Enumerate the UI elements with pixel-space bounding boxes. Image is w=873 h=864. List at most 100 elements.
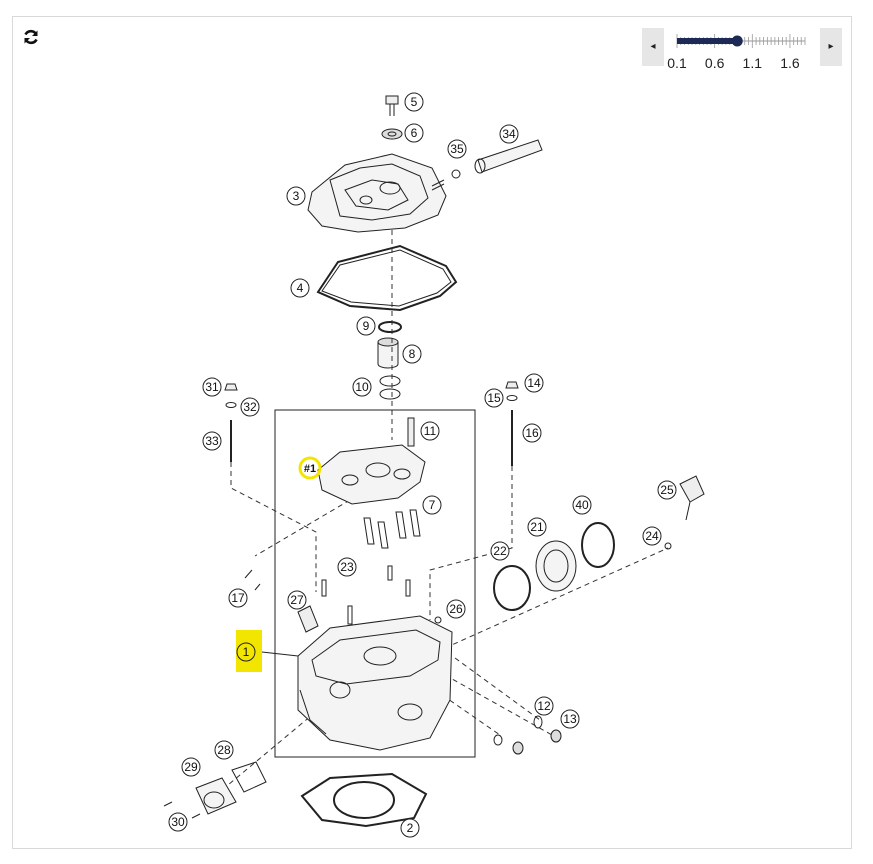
washer-15-drawing[interactable]	[506, 395, 518, 401]
callout-6[interactable]: 6	[404, 123, 424, 143]
head-gasket-2-drawing[interactable]	[300, 772, 428, 828]
svg-text:13: 13	[563, 712, 577, 726]
part-1-highlight[interactable]	[236, 630, 262, 672]
callout-30[interactable]: 30	[168, 812, 188, 832]
callout-10[interactable]: 10	[352, 377, 372, 397]
callout-11[interactable]: 11	[420, 421, 440, 441]
callout-5[interactable]: 5	[404, 92, 424, 112]
callout-9[interactable]: 9	[356, 316, 376, 336]
callout-21[interactable]: 21	[527, 517, 547, 537]
callout-15[interactable]: 15	[484, 388, 504, 408]
callout-23[interactable]: 23	[337, 557, 357, 577]
svg-text:40: 40	[575, 498, 589, 512]
svg-text:35: 35	[450, 142, 464, 156]
svg-text:8: 8	[409, 347, 416, 361]
oring-12-drawing[interactable]	[533, 715, 543, 729]
callout-7[interactable]: 7	[422, 495, 442, 515]
callout-4[interactable]: 4	[290, 278, 310, 298]
callout-1[interactable]: 1	[236, 642, 256, 662]
callout-27[interactable]: 27	[287, 590, 307, 610]
svg-text:21: 21	[530, 520, 544, 534]
clamp-35-drawing[interactable]	[451, 169, 461, 179]
zoom-tick-label: 1.6	[780, 55, 800, 71]
oring-10b-drawing[interactable]	[379, 388, 401, 400]
gasket-28-drawing[interactable]	[231, 761, 267, 793]
hose-34-drawing[interactable]	[474, 139, 543, 174]
bolt-11-drawing[interactable]	[407, 417, 415, 447]
clamp-40-drawing[interactable]	[581, 522, 615, 568]
camshaft-carrier-drawing[interactable]	[317, 444, 426, 505]
bolts-23-drawing[interactable]	[321, 565, 411, 625]
callout-12[interactable]: 12	[534, 696, 554, 716]
plug-13-drawing[interactable]	[550, 729, 562, 743]
svg-text:6: 6	[411, 126, 418, 140]
svg-text:14: 14	[527, 376, 541, 390]
oring-24-drawing[interactable]	[664, 542, 672, 550]
zoom-tick-label: 0.1	[667, 55, 687, 71]
sleeve-8-drawing[interactable]	[377, 337, 399, 369]
part-27-drawing[interactable]	[297, 605, 319, 633]
zoom-slider[interactable]	[676, 34, 806, 48]
callout-26[interactable]: 26	[446, 599, 466, 619]
callout-29[interactable]: 29	[181, 757, 201, 777]
callout-17[interactable]: 17	[228, 588, 248, 608]
intake-flange-29-drawing[interactable]	[195, 777, 237, 815]
callout-40[interactable]: 40	[572, 495, 592, 515]
nut-14-drawing[interactable]	[505, 381, 519, 389]
part-26-drawing[interactable]	[434, 616, 442, 624]
callout-8[interactable]: 8	[402, 344, 422, 364]
hotspot-1-highlight[interactable]	[298, 456, 322, 480]
nut-31-drawing[interactable]	[224, 383, 238, 391]
assembly-frame	[274, 409, 476, 758]
svg-text:9: 9	[363, 319, 370, 333]
hotspot-1-label: #1	[304, 463, 316, 475]
gasket-4-drawing[interactable]	[316, 244, 458, 312]
screws-30-drawing[interactable]	[163, 801, 201, 819]
bolt-5-drawing[interactable]	[385, 95, 399, 116]
clamp-22-drawing[interactable]	[493, 565, 531, 611]
valve-cover-drawing[interactable]	[307, 153, 447, 233]
callout-34[interactable]: 34	[499, 124, 519, 144]
svg-text:1: 1	[243, 645, 250, 659]
callout-35[interactable]: 35	[447, 139, 467, 159]
washer-6-drawing[interactable]	[381, 128, 403, 140]
callout-14[interactable]: 14	[524, 373, 544, 393]
svg-text:17: 17	[231, 591, 245, 605]
washer-32-drawing[interactable]	[225, 402, 237, 408]
callout-31[interactable]: 31	[202, 377, 222, 397]
seal-9-drawing[interactable]	[378, 321, 402, 333]
callout-16[interactable]: 16	[522, 423, 542, 443]
callout-24[interactable]: 24	[642, 526, 662, 546]
zoom-prev-button[interactable]: ◂	[642, 28, 664, 66]
callout-25[interactable]: 25	[657, 480, 677, 500]
callout-33[interactable]: 33	[202, 431, 222, 451]
svg-text:23: 23	[340, 560, 354, 574]
callout-3[interactable]: 3	[286, 186, 306, 206]
zoom-slider-thumb[interactable]	[731, 35, 743, 47]
svg-text:5: 5	[411, 95, 418, 109]
svg-text:29: 29	[184, 760, 198, 774]
svg-text:25: 25	[660, 483, 674, 497]
callout-32[interactable]: 32	[240, 397, 260, 417]
svg-text:28: 28	[217, 743, 231, 757]
lifters-7-drawing[interactable]	[363, 509, 421, 549]
svg-text:27: 27	[290, 593, 304, 607]
svg-text:7: 7	[429, 498, 436, 512]
svg-text:33: 33	[205, 434, 219, 448]
svg-text:31: 31	[205, 380, 219, 394]
callout-28[interactable]: 28	[214, 740, 234, 760]
intake-boot-21-drawing[interactable]	[535, 540, 577, 592]
svg-text:15: 15	[487, 391, 501, 405]
svg-text:11: 11	[424, 424, 437, 438]
sensor-25-drawing[interactable]	[679, 475, 705, 521]
zoom-next-button[interactable]: ▸	[820, 28, 842, 66]
callout-2[interactable]: 2	[400, 818, 420, 838]
cylinder-head-drawing[interactable]	[297, 615, 453, 751]
oring-10a-drawing[interactable]	[379, 375, 401, 387]
svg-text:4: 4	[297, 281, 304, 295]
callout-22[interactable]: 22	[490, 541, 510, 561]
callout-13[interactable]: 13	[560, 709, 580, 729]
refresh-icon[interactable]	[22, 28, 40, 46]
hose-17-drawing[interactable]	[244, 569, 261, 591]
